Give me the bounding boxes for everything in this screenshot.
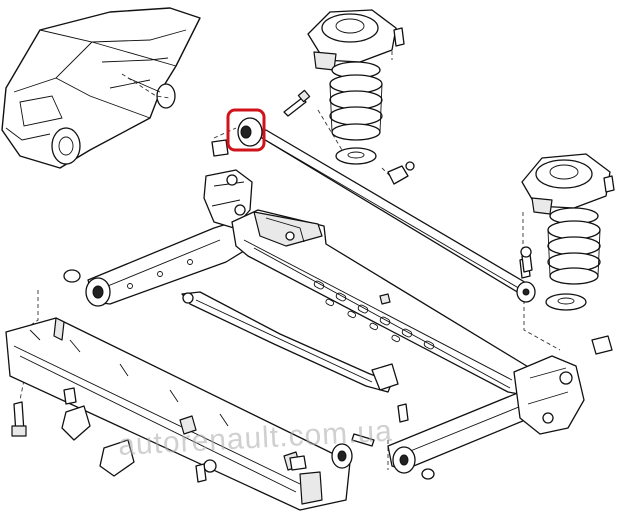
fasteners (11, 89, 613, 483)
right-coil-spring (521, 153, 615, 311)
van-illustration (1, 7, 201, 169)
right-trailing-arm (331, 355, 585, 474)
lower-crossmember (5, 317, 351, 511)
center-link-bar (181, 291, 399, 393)
panhard-rod (237, 117, 536, 303)
highlight-box (226, 108, 266, 152)
left-trailing-arm (85, 169, 253, 307)
axle-beam (231, 209, 557, 397)
beam-slots (313, 280, 435, 350)
left-coil-spring (307, 9, 405, 165)
